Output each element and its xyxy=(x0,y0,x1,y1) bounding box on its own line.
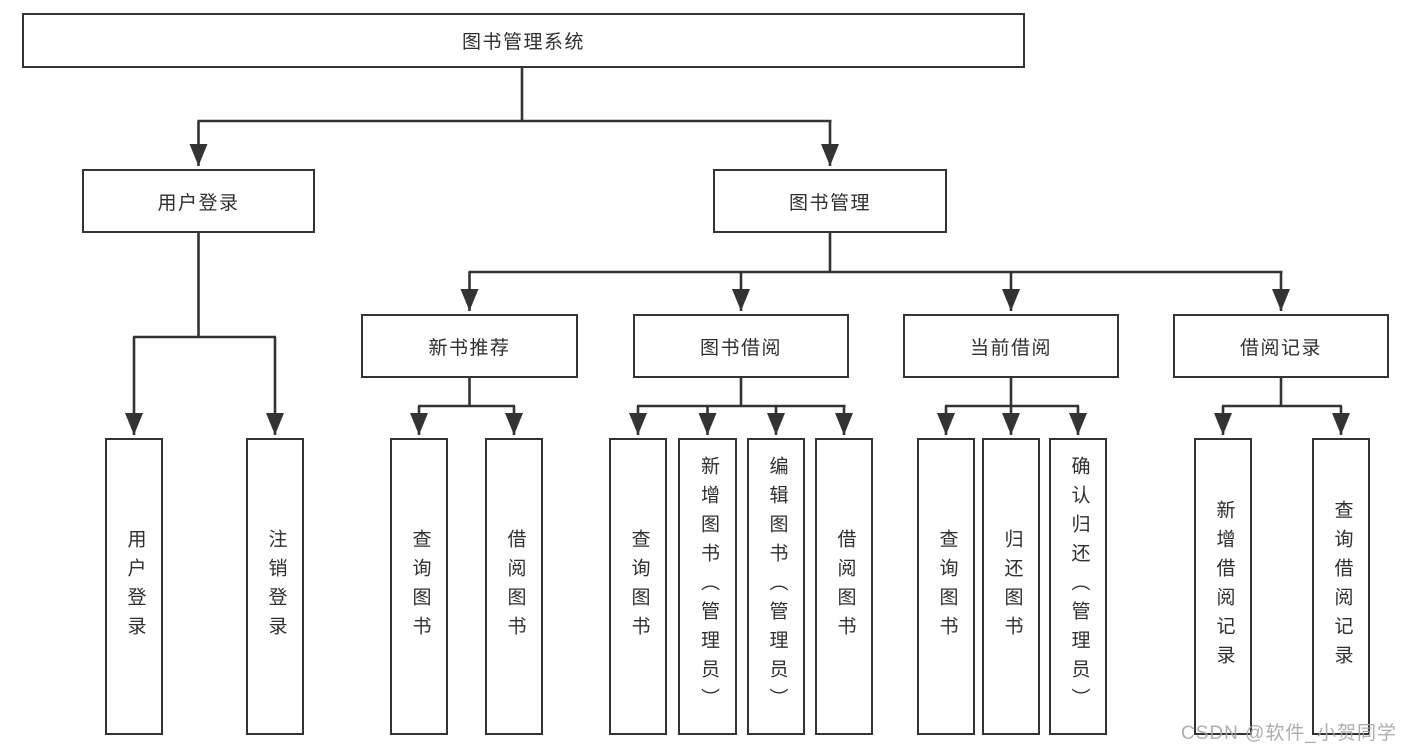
leaf-records-query: 查询借阅记录 xyxy=(1312,438,1370,735)
node-user-login: 用户登录 xyxy=(82,169,315,233)
node-borrow-records: 借阅记录 xyxy=(1173,314,1389,378)
node-label: 新书推荐 xyxy=(428,337,511,359)
node-current-borrow: 当前借阅 xyxy=(903,314,1119,378)
leaf-borrow-query-books: 查询图书 xyxy=(609,438,667,735)
node-label: 查询图书 xyxy=(409,528,431,645)
node-label: 用户登录 xyxy=(124,528,146,645)
node-label: 借阅图书 xyxy=(834,528,856,645)
watermark: CSDN @软件_小贺同学 xyxy=(1181,723,1397,744)
node-label: 借阅记录 xyxy=(1239,337,1322,359)
leaf-borrow-add-books-admin: 新增图书（管理员） xyxy=(678,438,737,735)
node-label: 注销登录 xyxy=(265,528,287,645)
leaf-current-query-books: 查询图书 xyxy=(917,438,975,735)
leaf-borrow-edit-books-admin: 编辑图书（管理员） xyxy=(747,438,805,735)
node-book-borrow: 图书借阅 xyxy=(633,314,849,378)
node-root: 图书管理系统 xyxy=(22,13,1025,68)
node-label: 新增借阅记录 xyxy=(1213,499,1235,674)
node-label: 编辑图书（管理员） xyxy=(766,456,788,717)
node-label: 借阅图书 xyxy=(504,528,526,645)
leaf-borrow-borrow-books: 借阅图书 xyxy=(815,438,873,735)
node-label: 图书管理系统 xyxy=(461,32,585,53)
node-label: 查询借阅记录 xyxy=(1331,499,1353,674)
leaf-user-login: 用户登录 xyxy=(105,438,163,735)
node-label: 新增图书（管理员） xyxy=(697,456,719,717)
node-label: 查询图书 xyxy=(628,528,650,645)
node-book-management: 图书管理 xyxy=(713,169,947,233)
node-label: 归还图书 xyxy=(1001,528,1023,645)
leaf-recommend-borrow-books: 借阅图书 xyxy=(485,438,543,735)
node-label: 查询图书 xyxy=(936,528,958,645)
node-new-book-recommend: 新书推荐 xyxy=(361,314,578,378)
leaf-recommend-query-books: 查询图书 xyxy=(390,438,448,735)
leaf-current-confirm-return-admin: 确认归还（管理员） xyxy=(1049,438,1107,735)
node-label: 图书借阅 xyxy=(699,337,782,359)
leaf-logout: 注销登录 xyxy=(246,438,304,735)
leaf-records-add: 新增借阅记录 xyxy=(1194,438,1252,735)
node-label: 用户登录 xyxy=(157,192,240,214)
node-label: 确认归还（管理员） xyxy=(1068,456,1090,717)
node-label: 图书管理 xyxy=(788,192,871,214)
leaf-current-return-books: 归还图书 xyxy=(982,438,1040,735)
node-label: 当前借阅 xyxy=(969,337,1052,359)
